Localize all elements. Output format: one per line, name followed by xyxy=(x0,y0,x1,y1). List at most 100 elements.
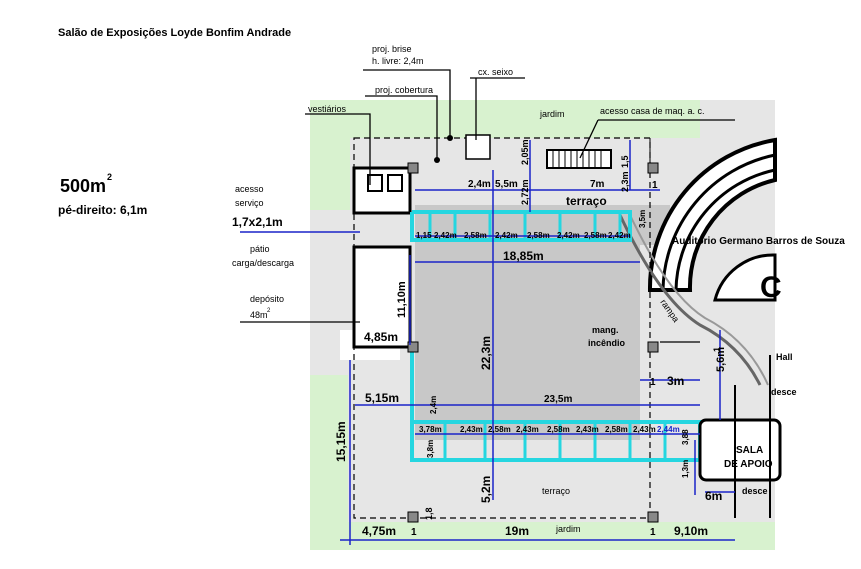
bay-top-6: 2,58m xyxy=(584,231,607,240)
label-deposito-1: depósito xyxy=(250,294,284,304)
dim-5-6m: 5,6m xyxy=(715,347,727,372)
label-vestiarios: vestiários xyxy=(308,104,347,114)
dim-1-b1: 1 xyxy=(411,527,417,538)
bay-bot-8: 2,44m xyxy=(657,425,680,434)
dim-19m: 19m xyxy=(505,524,529,538)
ceiling-height: pé-direito: 6,1m xyxy=(58,203,147,217)
label-acesso-2: serviço xyxy=(235,198,264,208)
garden-left-bottom xyxy=(310,375,348,550)
stair-steps xyxy=(552,150,602,168)
dim-6m: 6m xyxy=(705,489,722,503)
bay-top-7: 2,42m xyxy=(608,231,631,240)
ramp-curve xyxy=(618,214,762,386)
label-seixo: cx. seixo xyxy=(478,67,513,77)
label-brise-2: h. livre: 2,4m xyxy=(372,56,424,66)
dim-2-4m-b: 2,4m xyxy=(429,396,438,414)
label-mang-2: incêndio xyxy=(588,338,626,348)
label-desce-1: desce xyxy=(771,387,797,397)
dim-15-15m: 15,15m xyxy=(334,421,348,462)
dim-9-10m: 9,10m xyxy=(674,524,708,538)
page-title: Salão de Exposições Loyde Bonfim Andrade xyxy=(58,27,291,39)
auditorium-arc-2 xyxy=(661,153,776,291)
exhibition-hall xyxy=(415,210,640,440)
dim-1-b2: 1 xyxy=(650,527,656,538)
auditorium-letter: C xyxy=(760,271,782,304)
garden-bottom xyxy=(310,522,775,550)
dim-2-3m: 2,3m xyxy=(620,171,630,192)
label-jardim-bottom: jardim xyxy=(555,524,581,534)
bay-bot-3: 2,43m xyxy=(516,425,539,434)
support-room xyxy=(698,418,782,482)
bottom-bay-labels: 3,78m 2,43m 2,58m 2,43m 2,58m 2,43m 2,58… xyxy=(419,425,690,458)
dim-1-top: 1 xyxy=(652,180,658,191)
label-patio-1: pátio xyxy=(250,244,270,254)
dim-7m: 7m xyxy=(590,179,605,190)
dim-2-72m: 2,72m xyxy=(520,179,530,205)
dim-4-75m: 4,75m xyxy=(362,524,396,538)
dim-22-3m: 22,3m xyxy=(479,336,493,370)
label-mang-1: mang. xyxy=(592,325,619,335)
label-auditorio: Auditório Germano Barros de Souza xyxy=(672,236,845,247)
bay-bot-5: 2,43m xyxy=(576,425,599,434)
auditorium-arc-3 xyxy=(674,168,776,291)
bay-top-2: 2,58m xyxy=(464,231,487,240)
bay-top-5: 2,42m xyxy=(557,231,580,240)
label-acesso-1: acesso xyxy=(235,184,264,194)
dim-1-right: 1 xyxy=(712,347,722,352)
dimension-lines xyxy=(240,140,735,545)
dim-1-5: 1,5 xyxy=(620,155,630,168)
label-terraco-bottom: terraço xyxy=(542,486,570,496)
dim-3-5m: 3,5m xyxy=(638,210,647,228)
seixo-box xyxy=(465,134,491,160)
dim-3m: 3m xyxy=(667,374,684,388)
bay-bot-9: 3,88 xyxy=(681,429,690,445)
dim-23-5m: 23,5m xyxy=(544,394,572,405)
bay-side: 3,8m xyxy=(426,440,435,458)
garden-top xyxy=(310,100,700,138)
bay-bot-2: 2,58m xyxy=(488,425,511,434)
bay-bot-6: 2,58m xyxy=(605,425,628,434)
dim-11-10m: 11,10m xyxy=(396,281,408,318)
dim-1-8: 1,8 xyxy=(424,507,434,520)
bay-top-1: 2,42m xyxy=(434,231,457,240)
area-superscript: 2 xyxy=(107,172,112,182)
label-hall: Hall xyxy=(776,352,793,362)
leader-lines xyxy=(240,69,735,343)
auditorium-arc-4 xyxy=(713,253,777,302)
label-deposito-2: 48m xyxy=(250,310,268,320)
label-acesso-casa: acesso casa de maq. a. c. xyxy=(600,106,705,116)
area-value: 500m xyxy=(60,176,106,196)
bay-bot-0: 3,78m xyxy=(419,425,442,434)
dot-1 xyxy=(447,135,453,141)
dim-5-5m: 5,5m xyxy=(495,179,518,190)
dim-18-85m: 18,85m xyxy=(503,249,544,263)
label-jardim-top: jardim xyxy=(539,109,565,119)
dim-5-15m: 5,15m xyxy=(365,391,399,405)
dot-2 xyxy=(434,157,440,163)
bay-top-3: 2,42m xyxy=(495,231,518,240)
top-bay-labels: 1,15 2,42m 2,58m 2,42m 2,58m 2,42m 2,58m… xyxy=(416,231,631,240)
top-bays xyxy=(428,212,622,240)
label-patio-2: carga/descarga xyxy=(232,258,294,268)
bay-bot-7: 2,43m xyxy=(633,425,656,434)
dim-4-85m: 4,85m xyxy=(364,330,398,344)
label-deposito-sup: 2 xyxy=(267,308,271,314)
bay-bot-4: 2,58m xyxy=(547,425,570,434)
locker-inner-2 xyxy=(387,174,403,192)
columns xyxy=(407,162,659,523)
storage-room xyxy=(352,245,412,349)
locker-inner-1 xyxy=(367,174,383,192)
label-brise-1: proj. brise xyxy=(372,44,412,54)
dim-2-05m: 2,05m xyxy=(520,139,530,165)
dim-2-4m: 2,4m xyxy=(468,179,491,190)
label-cobertura: proj. cobertura xyxy=(375,85,433,95)
bay-bot-1: 2,43m xyxy=(460,425,483,434)
bottom-bays xyxy=(443,422,667,460)
label-sala-2: DE APOIO xyxy=(724,459,773,470)
ramp-curve-2 xyxy=(629,214,769,386)
label-porta: 1,7x2,1m xyxy=(232,215,283,229)
label-sala-1: SALA xyxy=(736,445,763,456)
dim-1-mid: 1 xyxy=(650,377,656,388)
bay-top-4: 2,58m xyxy=(527,231,550,240)
